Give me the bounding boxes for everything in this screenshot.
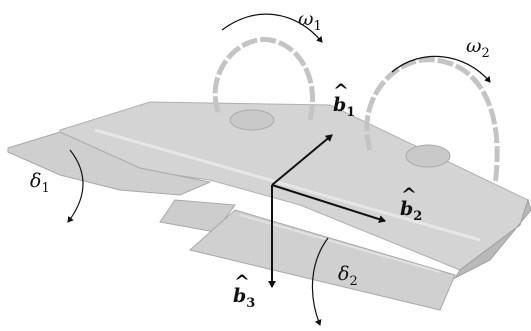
- b3-label: ^ b3: [233, 271, 255, 311]
- svg-text:b2: b2: [400, 198, 422, 224]
- wing-underside: [453, 198, 531, 280]
- delta1-label: δ1: [30, 170, 50, 196]
- delta2-arrow: [311, 237, 329, 326]
- right-propeller-ring: [364, 57, 500, 186]
- wing-highlight-line: [94, 128, 481, 242]
- delta2-label: δ2: [338, 263, 358, 289]
- omega2-label: ω2: [466, 35, 490, 61]
- b1-label: ^ b1: [333, 80, 355, 120]
- wing: [7, 101, 531, 311]
- left-nacelle: [229, 109, 275, 131]
- right-flap: [188, 209, 456, 311]
- svg-text:^: ^: [401, 184, 417, 206]
- left-propeller-ring: [212, 37, 316, 121]
- omega1-arrow: [221, 13, 323, 43]
- left-aileron: [7, 131, 212, 196]
- right-nacelle: [405, 144, 451, 168]
- svg-text:b1: b1: [333, 94, 355, 120]
- axis-b1: [271, 134, 333, 186]
- svg-text:b3: b3: [233, 285, 255, 311]
- omega2-arrow: [391, 55, 491, 83]
- b2-label: ^ b2: [400, 184, 422, 224]
- body-axes: [268, 134, 386, 288]
- omega1-label: ω1: [298, 8, 322, 34]
- wing-highlight-line: [239, 214, 441, 273]
- axis-b2: [271, 184, 386, 223]
- svg-text:^: ^: [234, 271, 250, 293]
- delta1-arrow: [67, 149, 84, 223]
- svg-text:^: ^: [333, 80, 349, 102]
